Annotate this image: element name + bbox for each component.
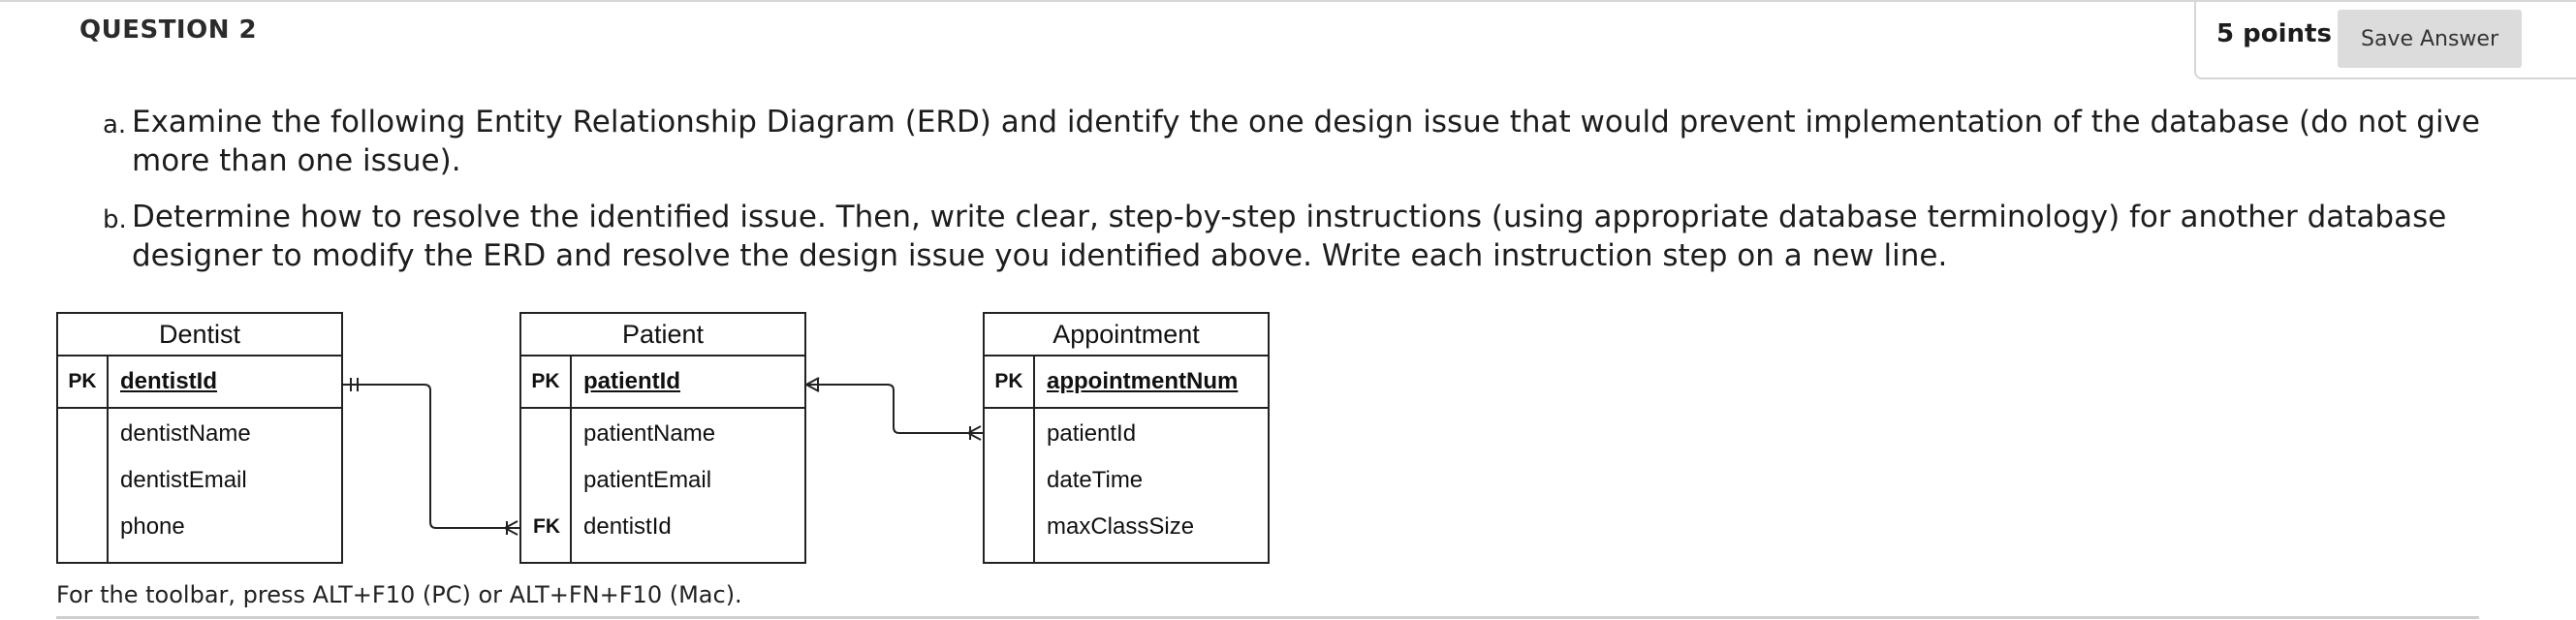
points-panel — [2194, 0, 2576, 79]
instruction-text: Examine the following Entity Relationshi… — [132, 105, 2480, 178]
attribute: dentistId — [583, 513, 672, 540]
attribute: dentistName — [120, 420, 251, 447]
attribute: patientId — [1047, 420, 1137, 447]
key-column — [58, 409, 109, 562]
pk-label: PK — [521, 356, 572, 407]
instruction-text: Determine how to resolve the identified … — [132, 200, 2447, 273]
pk-attribute: patientId — [583, 368, 680, 394]
entity-dentist: Dentist PK dentistId dentistName dentist… — [56, 312, 343, 564]
pk-label: PK — [58, 356, 109, 407]
editor-top-border — [56, 616, 2479, 619]
instruction-item: b. Determine how to resolve the identifi… — [103, 198, 2506, 275]
attribute: maxClassSize — [1047, 513, 1195, 540]
entity-name: Appointment — [985, 314, 1268, 356]
key-column — [521, 409, 572, 562]
primary-key-row: PK dentistId — [58, 356, 341, 409]
instruction-marker: a. — [103, 110, 127, 140]
key-column — [985, 409, 1035, 562]
save-answer-button[interactable]: Save Answer — [2338, 10, 2522, 68]
erd-connectors — [341, 377, 983, 536]
instruction-item: a. Examine the following Entity Relation… — [103, 103, 2506, 180]
attribute: patientEmail — [583, 467, 712, 493]
instruction-list: a. Examine the following Entity Relation… — [103, 103, 2506, 293]
patient-appointment-relationship — [804, 377, 983, 441]
attribute-list: patientId dateTime maxClassSize — [985, 409, 1268, 562]
attribute-list: patientName patientEmail FK dentistId — [521, 409, 804, 562]
attribute-list: dentistName dentistEmail phone — [58, 409, 341, 562]
entity-appointment: Appointment PK appointmentNum patientId … — [983, 312, 1270, 564]
points-label: 5 points — [2216, 19, 2332, 48]
attribute: dentistEmail — [120, 467, 247, 493]
entity-patient: Patient PK patientId patientName patient… — [519, 312, 806, 564]
fk-label: FK — [533, 515, 560, 538]
attribute: patientName — [583, 420, 716, 447]
toolbar-hint: For the toolbar, press ALT+F10 (PC) or A… — [56, 581, 742, 608]
instruction-marker: b. — [103, 205, 127, 234]
primary-key-row: PK appointmentNum — [985, 356, 1268, 409]
pk-attribute: appointmentNum — [1047, 368, 1239, 394]
dentist-patient-relationship — [341, 378, 519, 536]
primary-key-row: PK patientId — [521, 356, 804, 409]
attribute: dateTime — [1047, 467, 1144, 493]
question-title: QUESTION 2 — [79, 16, 258, 45]
pk-label: PK — [985, 356, 1035, 407]
entity-name: Patient — [521, 314, 804, 356]
entity-name: Dentist — [58, 314, 341, 356]
attribute: phone — [120, 513, 185, 540]
top-rule — [0, 0, 2576, 2]
pk-attribute: dentistId — [120, 368, 217, 394]
